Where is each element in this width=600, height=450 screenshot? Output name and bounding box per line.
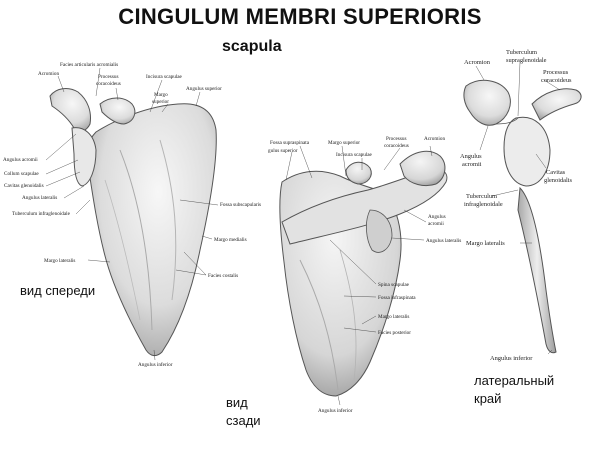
anterior-label-margo-superior-1: Margo <box>154 92 168 98</box>
posterior-label-angulus-acromii-2: acromii <box>428 221 444 227</box>
anterior-label-margo-superior-2: superior <box>152 99 169 105</box>
anterior-view-scapula <box>49 88 217 357</box>
lateral-glenoid <box>503 116 551 187</box>
anterior-label-angulus-inferior: Angulus inferior <box>138 361 173 368</box>
lateral-label-acromion: Acromion <box>464 59 491 66</box>
anterior-acromion <box>49 88 91 132</box>
anterior-label-incisura: Incisura scapulae <box>146 74 183 80</box>
lateral-label-margo-lateralis: Margo lateralis <box>466 240 505 247</box>
posterior-view-caption-line1: вид <box>226 395 248 410</box>
anterior-label-margo-medialis: Margo medialis <box>214 237 247 243</box>
anterior-label-cavitas: Cavitas glenoidalis <box>4 183 44 189</box>
anterior-label-tuberculum: Tuberculum infraglenoidale <box>12 210 71 217</box>
lateral-label-angulus-inferior: Angulus inferior <box>490 355 533 362</box>
lateral-label-tuberculum-infra-1: Tuberculum <box>466 193 497 200</box>
lateral-border <box>517 186 557 354</box>
anterior-label-facies-articularis: Facies articularis acromialis <box>60 62 118 68</box>
page-title: CINGULUM MEMBRI SUPERIORIS <box>118 4 482 29</box>
posterior-view-scapula <box>279 150 448 397</box>
lateral-label-coracoideus: coracoideus <box>541 77 572 84</box>
anterior-label-facies-costalis: Facies costalis <box>208 273 238 279</box>
posterior-label-spina: Spina scapulae <box>378 282 410 288</box>
anterior-blade <box>86 103 217 357</box>
posterior-neck <box>366 209 393 253</box>
lateral-label-tuberculum-supra-1: Tuberculum <box>506 49 537 56</box>
posterior-label-acromion: Acromion <box>424 136 445 142</box>
lateral-acromion <box>463 79 511 126</box>
anterior-label-acromion: Acromion <box>38 71 59 77</box>
anterior-coracoid <box>99 97 136 125</box>
anterior-label-angulus-superior: Angulus superior <box>186 86 222 92</box>
posterior-label-fossa-supraspinata: Fossa supraspinata <box>270 140 310 146</box>
posterior-label-facies-posterior: Facies posterior <box>378 330 411 336</box>
anterior-label-collum: Collum scapulae <box>4 171 39 177</box>
anterior-label-fossa-subscapularis: Fossa subscapularis <box>220 202 261 208</box>
lateral-label-tuberculum-infra-2: infraglenoidale <box>464 201 503 208</box>
lateral-leader-lines <box>475 61 561 355</box>
lateral-view-scapula <box>463 79 582 354</box>
posterior-label-margo-lateralis: Margo lateralis <box>378 314 409 320</box>
posterior-label-angulus-acromii-1: Angulus <box>428 214 446 220</box>
posterior-label-coracoideus: coracoideus <box>384 143 409 149</box>
posterior-label-margo-superior: Margo superior <box>328 140 360 146</box>
lateral-label-angulus-acromii-2: acromii <box>462 161 482 168</box>
anterior-label-processus: Processus <box>98 74 118 80</box>
anterior-label-coracoideus: coracoideus <box>96 81 121 87</box>
anterior-label-margo-lateralis: Margo lateralis <box>44 258 75 264</box>
posterior-label-angulus-superior: gulus superior <box>268 148 298 154</box>
posterior-coracoid <box>345 161 372 185</box>
anterior-leader-lines <box>45 67 219 361</box>
page-subtitle: scapula <box>222 38 282 55</box>
posterior-acromion <box>399 150 446 187</box>
lateral-view-caption-line2: край <box>474 391 502 406</box>
posterior-label-angulus-inferior: Angulus inferior <box>318 407 353 414</box>
anterior-label-angulus-acromii: Angulus acromii <box>3 157 38 163</box>
lateral-coracoid <box>531 88 582 121</box>
anterior-view-caption: вид спереди <box>20 283 96 298</box>
lateral-label-tuberculum-supra-2: supraglenoidale <box>506 57 547 64</box>
posterior-label-processus: Processus <box>386 136 406 142</box>
lateral-view-caption-line1: латеральный <box>474 373 555 388</box>
lateral-label-cavitas-2: glenoidalis <box>544 177 573 184</box>
lateral-label-processus: Processus <box>543 69 569 76</box>
posterior-label-angulus-lateralis: Angulus lateralis <box>426 238 461 244</box>
lateral-label-cavitas-1: Cavitas <box>546 169 566 176</box>
posterior-label-fossa-infraspinata: Fossa infraspinata <box>378 294 416 301</box>
posterior-view-caption-line2: сзади <box>226 413 261 428</box>
anterior-label-angulus-lateralis: Angulus lateralis <box>22 195 57 201</box>
lateral-label-angulus-acromii-1: Angulus <box>460 153 482 160</box>
posterior-leader-lines <box>285 145 433 406</box>
anterior-glenoid <box>71 127 97 187</box>
posterior-label-incisura: Incisura scapulae <box>336 152 373 158</box>
